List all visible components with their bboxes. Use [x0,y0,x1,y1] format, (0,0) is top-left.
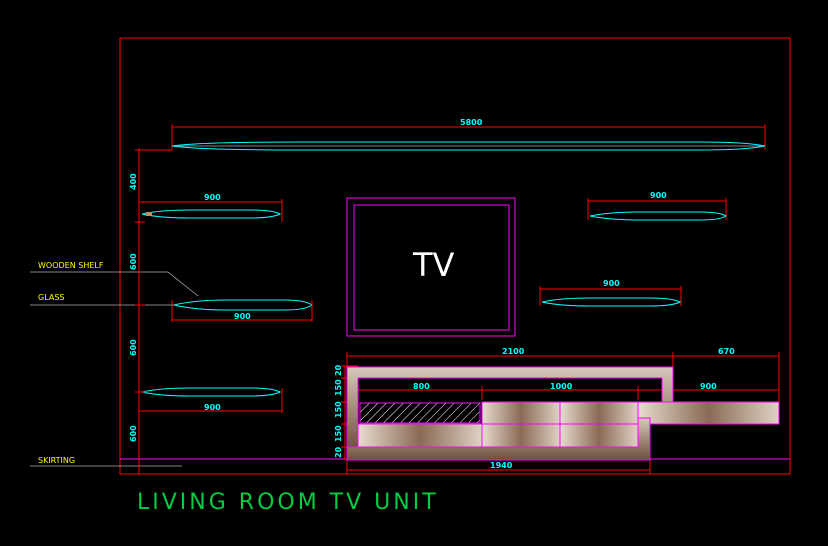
dim-unit-mid: 1000 [550,382,573,391]
left-shelf-2: 900 [171,299,313,322]
dim-right-shelf-2: 900 [603,279,620,288]
tv-unit-upper-mid [481,401,561,425]
right-shelf-1: 900 [587,191,727,221]
dim-left-shelf-3: 900 [204,403,221,412]
dim-vertical-1: 400 [129,173,138,190]
right-shelf-2: 900 [539,279,682,307]
dim-vertical-2: 600 [129,253,138,270]
wall-frame [119,37,791,475]
dim-vertical-4: 600 [129,425,138,442]
dim-right-shelf-1: 900 [650,191,667,200]
skirting-label: SKIRTING [38,456,75,465]
dim-unit-bottom: 1940 [490,461,513,470]
wooden-shelf-label: WOODEN SHELF [38,261,104,270]
dim-top-shelf: 5800 [460,118,483,127]
tv-unit-lower-left [357,423,483,448]
tv-screen: TV [346,197,516,337]
left-shelf-1: 900 [138,193,283,222]
top-shelf: 5800 [171,118,766,151]
dim-unit-v20-top: 20 [334,364,343,376]
drawing-title: LIVING ROOM TV UNIT [137,490,439,515]
dim-left-shelf-2: 900 [234,312,251,321]
dim-left-shelf-1: 900 [204,193,221,202]
tv-unit-upper-mid2 [559,401,639,425]
tv-label: TV [412,246,455,284]
glass-label: GLASS [38,293,64,302]
tv-unit-plinth [346,417,651,461]
dim-unit-right: 900 [700,382,717,391]
tv-unit-hatched-panel [359,402,481,424]
tv-unit-lower-mid2 [559,423,639,448]
dim-unit-left: 800 [413,382,430,391]
dim-unit-width: 2100 [502,347,525,356]
left-vertical-dims: 400 600 600 600 [129,148,172,474]
dim-vertical-3: 600 [129,339,138,356]
left-shelf-3: 900 [138,387,283,413]
tv-unit [346,366,780,461]
dim-unit-right-ext: 670 [718,347,735,356]
dim-unit-v20-bot: 20 [334,446,343,458]
dim-unit-v150-mid: 150 [334,401,343,418]
wooden-shelf-leader [30,271,199,297]
tv-unit-upper-right [637,401,780,425]
dim-unit-v150-top: 150 [334,379,343,396]
tv-unit-lower-mid [481,423,561,448]
dim-unit-v150-bot: 150 [334,425,343,442]
